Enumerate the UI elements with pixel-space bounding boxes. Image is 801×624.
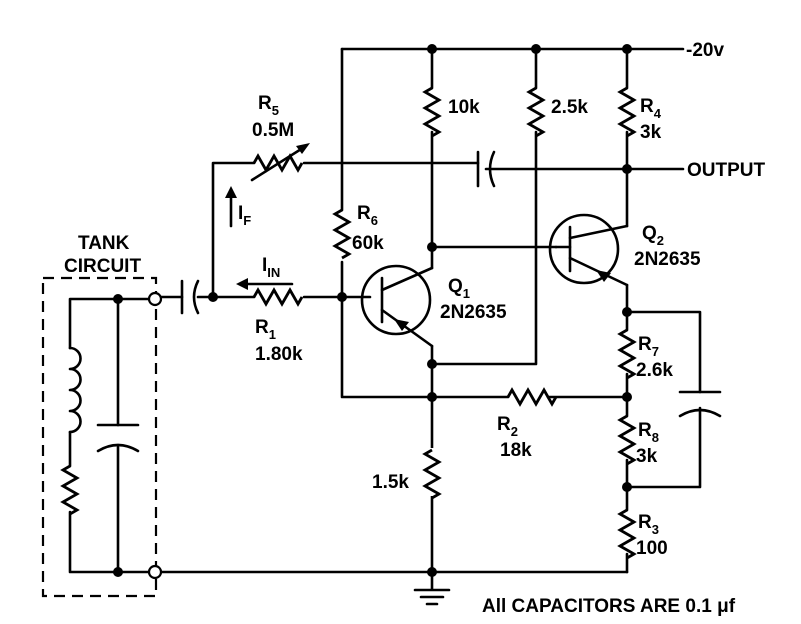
r2-name: R2 [497, 414, 518, 439]
junction-dot [622, 164, 632, 174]
q1-emitter-arrow [394, 319, 409, 331]
r7-value: 2.6k [636, 360, 673, 381]
q2-name: Q2 [642, 223, 664, 248]
r3-resistor [617, 508, 637, 560]
r3-value: 100 [636, 538, 668, 559]
q2-transistor [548, 213, 620, 285]
r7-resistor [617, 328, 637, 380]
tank-terminal-top [147, 291, 163, 307]
bypass-capacitor [678, 390, 722, 418]
r8-resistor [617, 414, 637, 466]
r4-value: 3k [640, 122, 662, 143]
q2-emitter-arrow [596, 270, 611, 282]
bypass-cap-wire [625, 310, 702, 489]
r-10k-value: 10k [448, 97, 480, 118]
r7-name: R7 [638, 334, 659, 359]
tank-capacitor [96, 423, 140, 453]
tank-resistor [60, 464, 80, 516]
r-2-5k-wire [430, 47, 538, 366]
tank-circuit-box [41, 276, 158, 598]
r1-name: R1 [255, 317, 276, 342]
tank-title-line2: CIRCUIT [64, 256, 141, 277]
tank-inductor [68, 346, 82, 434]
tank-title-line1: TANK [78, 233, 130, 254]
r6-resistor [332, 208, 352, 260]
r3-name: R3 [638, 512, 659, 537]
r5-name: R5 [258, 93, 279, 118]
supply-label: -20v [686, 40, 724, 61]
iin-arrowhead [236, 278, 248, 290]
r-2-5k-value: 2.5k [551, 97, 588, 118]
r-10k-resistor [422, 86, 442, 138]
iin-label: IIN [262, 255, 280, 280]
r2-resistor [506, 387, 558, 407]
junction-dot [337, 292, 347, 302]
output-label: OUTPUT [687, 160, 766, 181]
if-label: IF [238, 203, 251, 228]
q1-transistor [360, 264, 432, 336]
output-capacitor [476, 150, 496, 188]
q1-collector-lead [380, 266, 434, 292]
if-arrowhead [225, 186, 237, 198]
q2-collector-lead [568, 224, 629, 240]
r5-arrowhead [296, 143, 310, 154]
junction-dot [427, 392, 437, 402]
q1-name: Q1 [448, 276, 470, 301]
r1-resistor [252, 287, 304, 307]
r1-value: 1.80k [255, 344, 303, 365]
q1-emitter-lead [380, 308, 434, 348]
tank-terminal-bottom [147, 564, 163, 580]
r4-resistor [617, 86, 637, 138]
r-1-5k-value: 1.5k [372, 472, 409, 493]
r5-adjust-arrow [250, 144, 308, 182]
junction-dot [113, 567, 123, 577]
r8-value: 3k [636, 446, 658, 467]
r2-value: 18k [500, 440, 532, 461]
q1-part: 2N2635 [440, 302, 507, 323]
feedback-wire [211, 161, 480, 299]
capacitor-note: All CAPACITORS ARE 0.1 μf [482, 596, 736, 617]
r8-name: R8 [638, 420, 659, 445]
r6-wire [340, 47, 510, 399]
r-1-5k-resistor [422, 448, 442, 500]
tank-wires [68, 297, 150, 574]
ground-symbol [413, 570, 451, 606]
r4-name: R4 [640, 96, 662, 121]
r6-value: 60k [352, 233, 384, 254]
input-capacitor [180, 279, 200, 315]
q2-part: 2N2635 [634, 249, 701, 270]
r6-name: R6 [357, 203, 378, 228]
r5-value: 0.5M [252, 120, 294, 141]
junction-dot [427, 359, 437, 369]
r-2-5k-resistor [526, 86, 546, 138]
junction-dot [208, 292, 218, 302]
junction-dot [113, 294, 123, 304]
